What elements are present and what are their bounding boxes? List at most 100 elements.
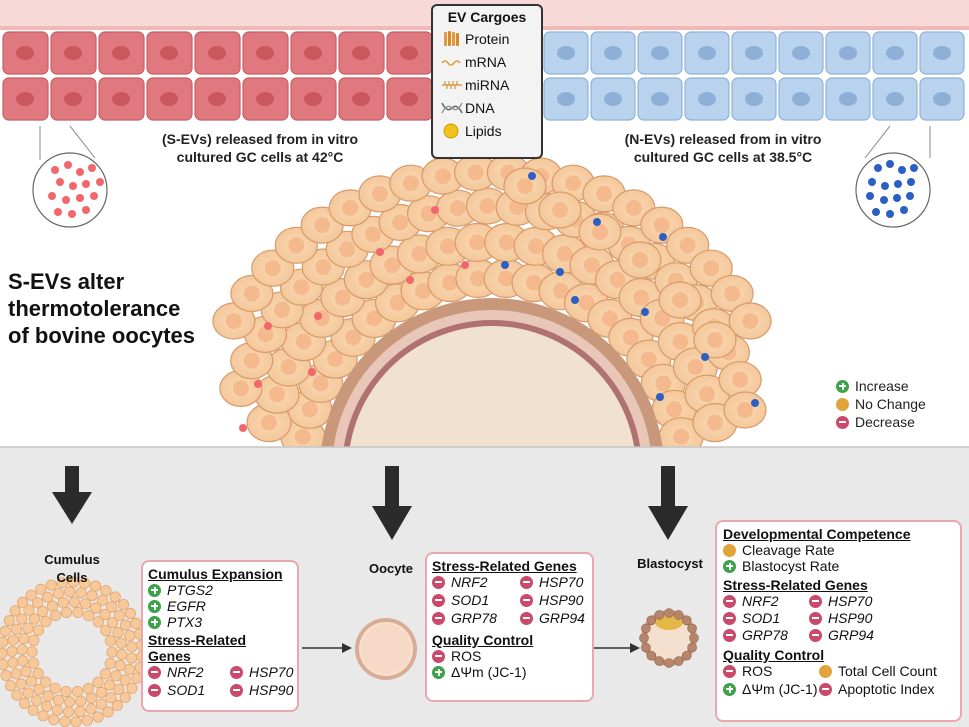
- blastocyst-label: Blastocyst: [637, 556, 703, 571]
- cumulus-cell: [503, 167, 547, 205]
- cumulus-cell-small: [85, 703, 97, 715]
- s-gc-cell: [242, 31, 289, 75]
- s-ev-dot: [69, 182, 77, 190]
- s-ev-dot: [314, 312, 322, 320]
- increase-icon: [723, 682, 736, 696]
- s-ev-dot: [82, 180, 90, 188]
- s-ev-dot: [376, 248, 384, 256]
- n-gc-cell: [590, 77, 636, 121]
- trophectoderm-cell: [689, 633, 699, 643]
- decrease-icon: [723, 594, 736, 608]
- result-item: GRP78: [432, 610, 520, 626]
- cumulus-cell-small: [32, 624, 45, 636]
- cumulus-cell-small: [16, 613, 28, 625]
- cumulus-cell-small: [22, 687, 34, 699]
- cumulus-cell: [723, 391, 767, 429]
- trophectoderm-cell: [681, 615, 692, 626]
- trophectoderm-cell: [681, 650, 692, 661]
- cumulus-cell-small: [0, 647, 8, 659]
- cumulus-cell: [219, 369, 263, 407]
- s-gc-cell: [98, 77, 145, 121]
- cumulus-cell-small: [106, 617, 119, 629]
- n-ev-dot: [880, 196, 888, 204]
- result-item: Cleavage Rate: [723, 542, 954, 558]
- n-ev-caption: (N-EVs) released from in vitro cultured …: [624, 131, 822, 165]
- cumulus-cell-small: [110, 670, 122, 682]
- cumulus-cell-small: [64, 586, 76, 598]
- legend: Increase No Change Decrease: [836, 377, 926, 431]
- s-gc-cell: [2, 77, 49, 121]
- n-ev-dot: [894, 180, 902, 188]
- result-item: NRF2: [723, 593, 809, 609]
- s-gc-cell: [194, 31, 241, 75]
- n-ev-dot: [881, 182, 889, 190]
- cumulus-cell: [710, 274, 754, 313]
- cumulus-cell-small: [109, 591, 121, 603]
- cumulus-cell-small: [20, 665, 32, 678]
- cumulus-cell-small: [92, 676, 104, 689]
- cumulus-cell-small: [68, 596, 81, 608]
- decrease-icon: [819, 682, 832, 696]
- s-ev-dot: [64, 161, 72, 169]
- increase-icon: [148, 599, 161, 613]
- result-item: HSP70: [809, 593, 919, 609]
- s-gc-cell: [386, 31, 433, 75]
- increase-icon: [148, 583, 161, 597]
- n-gc-cell: [872, 31, 918, 75]
- decrease-icon: [836, 415, 849, 429]
- cumulus-cell-small: [104, 657, 116, 670]
- cumulus-cell-small: [105, 692, 117, 704]
- cumulus-cell-small: [59, 716, 71, 727]
- right-arrow-icon: [592, 643, 640, 653]
- dna-icon: [441, 102, 463, 113]
- n-gc-cell: [731, 31, 777, 75]
- n-gc-cell: [825, 77, 871, 121]
- n-ev-dot: [886, 160, 894, 168]
- cumulus-cell-small: [95, 686, 107, 699]
- s-ev-dot: [461, 261, 469, 269]
- no-change-icon: [723, 543, 736, 557]
- cumulus-cell-small: [0, 636, 9, 648]
- cumulus-cell-small: [6, 645, 18, 658]
- s-ev-caption: (S-EVs) released from in vitro cultured …: [161, 131, 359, 165]
- result-item: ΔΨm (JC-1): [432, 664, 587, 680]
- cumulus-cell-small: [92, 616, 105, 628]
- cumulus-cell: [389, 164, 433, 202]
- cumulus-cell-small: [9, 605, 21, 617]
- cumulus-cell-small: [104, 635, 117, 647]
- cargo-lipids: Lipids: [441, 119, 533, 142]
- cumulus-cell-small: [62, 706, 75, 718]
- blastocyst-stress-title: Stress-Related Genes: [723, 577, 868, 593]
- cumulus-cell-small: [41, 591, 54, 603]
- result-item: Apoptotic Index: [819, 681, 949, 697]
- decrease-icon: [432, 611, 445, 625]
- cumulus-cells-ring: [0, 576, 148, 727]
- s-gc-cell: [146, 77, 193, 121]
- n-ev-dot: [910, 164, 918, 172]
- cumulus-cell: [728, 302, 772, 340]
- n-ev-dot: [874, 164, 882, 172]
- s-gc-cell: [386, 77, 433, 121]
- cumulus-cell-small: [67, 576, 80, 588]
- decrease-icon: [809, 594, 822, 608]
- cumulus-cell-small: [49, 609, 62, 622]
- increase-icon: [432, 665, 445, 679]
- cumulus-cell-small: [113, 609, 126, 621]
- ev-uptake-dots: [239, 172, 759, 432]
- cumulus-cell-small: [92, 711, 104, 723]
- increase-icon: [723, 559, 736, 573]
- s-ev-dot: [239, 424, 247, 432]
- lipid-icon: [443, 123, 459, 138]
- result-item: HSP90: [809, 610, 919, 626]
- cumulus-cell-small: [0, 625, 11, 637]
- cumulus-cell-small: [56, 577, 68, 589]
- cumulus-expansion-title: Cumulus Expansion: [148, 566, 283, 582]
- cumulus-cell-small: [60, 606, 73, 619]
- cumulus-cell-small: [7, 634, 19, 646]
- decrease-icon: [432, 649, 445, 663]
- s-ev-dot: [76, 194, 84, 202]
- cumulus-cell-small: [103, 679, 116, 691]
